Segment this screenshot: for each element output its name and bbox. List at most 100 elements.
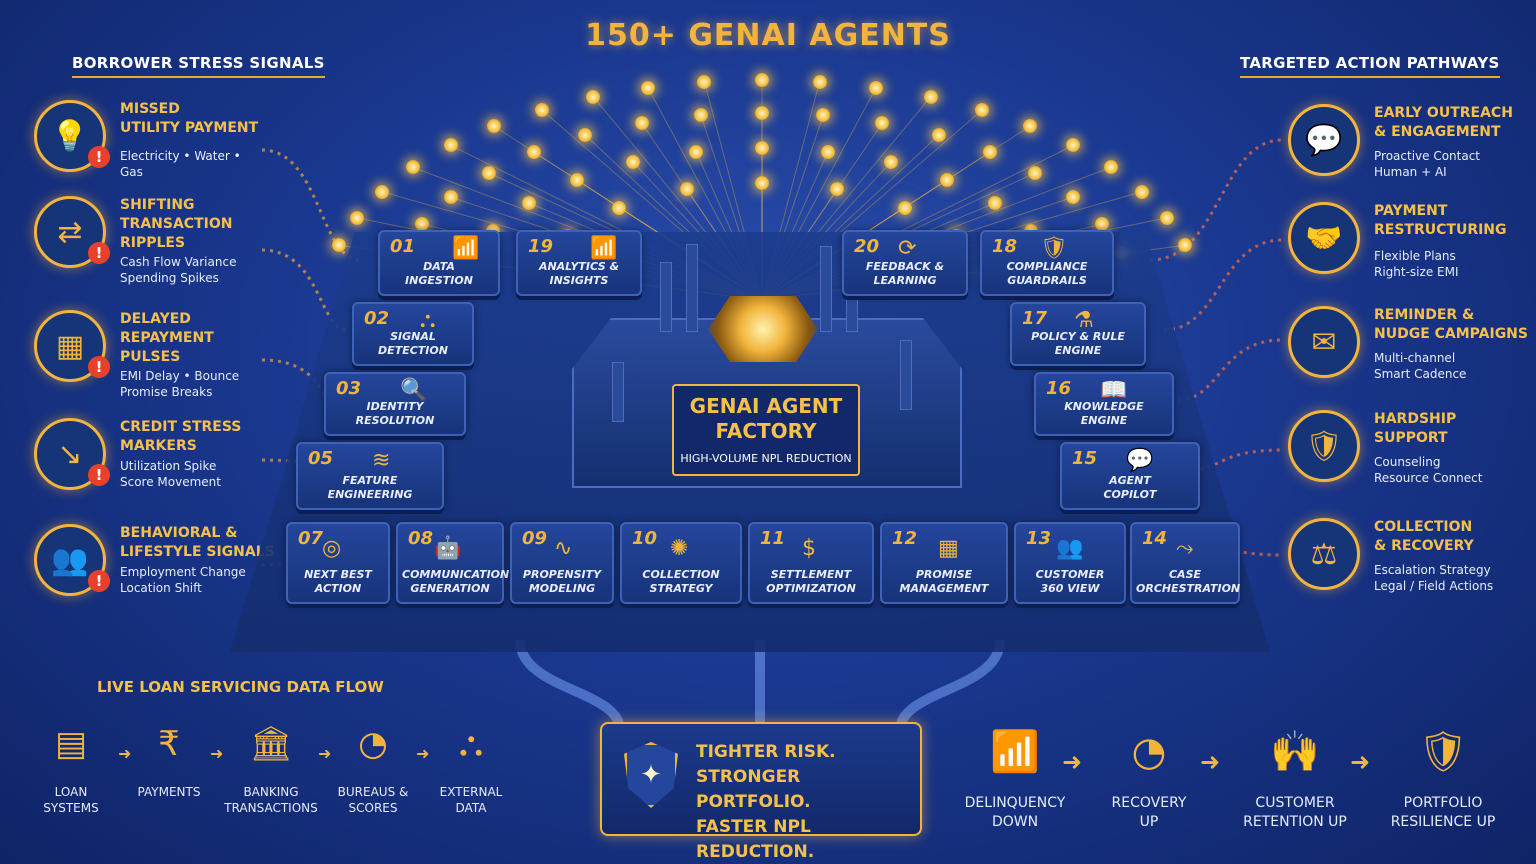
action-collection-recovery: ⚖ COLLECTION & RECOVERY Escalation Strat… xyxy=(1288,518,1518,608)
agent-node xyxy=(875,115,890,130)
chimney xyxy=(612,362,624,422)
signal-missed-utility: 💡 ! MISSED UTILITY PAYMENT Electricity •… xyxy=(34,100,264,190)
agent-label: COMPLIANCE GUARDRAILS xyxy=(1006,260,1088,287)
magnifier-icon: 🔍 xyxy=(400,378,428,403)
outcome-delinquency: 📶 DELINQUENCY DOWN xyxy=(950,722,1080,832)
agent-tile-case-orchestration[interactable]: 14 ⤳ CASE ORCHESTRATION xyxy=(1130,522,1240,604)
agent-node xyxy=(1160,210,1175,225)
chimney xyxy=(820,246,832,332)
agent-tile-agent-copilot[interactable]: 15 💬 AGENT COPILOT xyxy=(1060,442,1200,510)
agent-tile-promise-management[interactable]: 12 ▦ PROMISE MANAGEMENT xyxy=(880,522,1008,604)
agent-node xyxy=(679,182,694,197)
agent-tile-identity-resolution[interactable]: 03 🔍 IDENTITY RESOLUTION xyxy=(324,372,466,436)
dollar-icon: $ xyxy=(802,536,816,561)
agent-node xyxy=(755,73,769,88)
signal-title: CREDIT STRESS MARKERS xyxy=(120,419,242,454)
action-stream xyxy=(1149,138,1283,262)
source-loan-systems: ▤ LOAN SYSTEMS xyxy=(16,718,126,816)
chat-person-icon: 💬 xyxy=(1288,104,1360,176)
action-sub: Multi-channel Smart Cadence xyxy=(1374,351,1467,381)
agent-node xyxy=(331,238,346,253)
agent-label: COLLECTION STRATEGY xyxy=(642,568,720,595)
rupee-card-icon: ₹ xyxy=(158,724,180,764)
agent-node xyxy=(1095,217,1110,232)
agent-node xyxy=(820,144,835,159)
signal-repayment-pulses: ▦ ! DELAYED REPAYMENT PULSES EMI Delay •… xyxy=(34,310,264,400)
action-sub: Proactive Contact Human + AI xyxy=(1374,149,1481,179)
agent-tile-customer-360[interactable]: 13 👥 CUSTOMER 360 VIEW xyxy=(1014,522,1126,604)
arrow-icon: ➜ xyxy=(1062,748,1083,776)
chimney xyxy=(686,244,698,332)
agent-node xyxy=(586,90,601,105)
outcome-resilience: 🛡 PORTFOLIO RESILIENCE UP xyxy=(1378,722,1508,832)
source-label: PAYMENTS xyxy=(137,785,201,799)
agent-node xyxy=(693,108,708,123)
agent-tile-signal-detection[interactable]: 02 ⛬ SIGNAL DETECTION xyxy=(352,302,474,366)
agent-node xyxy=(481,165,496,180)
arrow-icon: ➜ xyxy=(1200,748,1221,776)
agent-node xyxy=(626,155,641,170)
agent-tile-next-best-action[interactable]: 07 ◎ NEXT BEST ACTION xyxy=(286,522,390,604)
agent-number: 05 xyxy=(308,448,334,469)
agent-node xyxy=(755,105,769,120)
arrow-icon: ➜ xyxy=(210,744,224,763)
agent-label: PROMISE MANAGEMENT xyxy=(899,568,989,595)
agent-tile-collection-strategy[interactable]: 10 ✺ COLLECTION STRATEGY xyxy=(620,522,742,604)
agent-number: 09 xyxy=(522,528,548,549)
shield-star-icon: ✦ xyxy=(624,742,678,808)
signal-title: DELAYED REPAYMENT PULSES xyxy=(120,311,214,365)
agent-number: 17 xyxy=(1022,308,1048,329)
outcome-label: RECOVERY UP xyxy=(1111,795,1187,830)
agent-label: PROPENSITY MODELING xyxy=(522,568,602,595)
agent-node xyxy=(940,172,955,187)
agent-tile-feedback-learning[interactable]: 20 ⟳ FEEDBACK & LEARNING xyxy=(842,230,968,296)
chimney xyxy=(660,262,672,332)
agent-label: KNOWLEDGE ENGINE xyxy=(1064,400,1144,427)
agent-node xyxy=(1028,165,1043,180)
agent-tile-analytics-insights[interactable]: 19 📶 ANALYTICS & INSIGHTS xyxy=(516,230,642,296)
outcome-label: CUSTOMER RETENTION UP xyxy=(1243,795,1347,830)
factory-sign: GENAI AGENT FACTORY HIGH-VOLUME NPL REDU… xyxy=(672,384,860,476)
swap-arrows-icon: ⇄ xyxy=(34,196,106,268)
agent-node xyxy=(983,145,997,160)
agent-tile-feature-engineering[interactable]: 05 ≋ FEATURE ENGINEERING xyxy=(296,442,444,510)
source-payments: ₹ PAYMENTS xyxy=(114,718,224,800)
agent-node xyxy=(374,184,389,199)
agent-node xyxy=(931,128,946,143)
agent-tile-knowledge-engine[interactable]: 16 📖 KNOWLEDGE ENGINE xyxy=(1034,372,1174,436)
agent-node xyxy=(487,119,502,134)
agent-number: 07 xyxy=(298,528,324,549)
agent-node xyxy=(578,128,593,143)
outcome-label: PORTFOLIO RESILIENCE UP xyxy=(1390,795,1496,830)
envelope-icon: ✉ xyxy=(1288,306,1360,378)
agent-number: 14 xyxy=(1142,528,1168,549)
agent-node xyxy=(1065,190,1080,205)
agent-label: NEXT BEST ACTION xyxy=(304,568,372,595)
agent-node xyxy=(406,160,421,175)
agent-node xyxy=(755,140,769,155)
agent-node xyxy=(987,196,1002,211)
agent-number: 10 xyxy=(632,528,658,549)
agent-tile-data-ingestion[interactable]: 01 📶 DATA INGESTION xyxy=(378,230,500,296)
agent-node xyxy=(612,200,627,215)
agent-tile-policy-rule-engine[interactable]: 17 ⚗ POLICY & RULE ENGINE xyxy=(1010,302,1146,366)
outcome-recovery: ◔ RECOVERY UP xyxy=(1084,722,1214,832)
agent-tile-propensity-modeling[interactable]: 09 ∿ PROPENSITY MODELING xyxy=(510,522,614,604)
agent-label: ANALYTICS & INSIGHTS xyxy=(538,260,620,287)
action-stream xyxy=(1191,448,1283,472)
agent-tile-settlement-optimization[interactable]: 11 $ SETTLEMENT OPTIMIZATION xyxy=(748,522,874,604)
agent-number: 18 xyxy=(992,236,1018,257)
data-pipe xyxy=(515,639,625,731)
action-reminder-nudge: ✉ REMINDER & NUDGE CAMPAIGNS Multi-chann… xyxy=(1288,306,1528,396)
agent-tile-compliance-guardrails[interactable]: 18 🛡 COMPLIANCE GUARDRAILS xyxy=(980,230,1114,296)
agent-number: 13 xyxy=(1026,528,1052,549)
agent-node xyxy=(1103,160,1118,175)
factory-title: GENAI AGENT FACTORY xyxy=(689,394,843,443)
agent-tile-communication-generation[interactable]: 08 🤖 COMMUNICATION GENERATION xyxy=(396,522,509,604)
source-bureaus: ◔ BUREAUS & SCORES xyxy=(318,718,428,816)
agent-node xyxy=(869,80,883,95)
agent-node xyxy=(640,80,655,95)
bars-down-icon: 📶 xyxy=(990,729,1040,775)
chat-icon: 💬 xyxy=(1126,448,1154,473)
target-icon: ◎ xyxy=(322,536,342,561)
